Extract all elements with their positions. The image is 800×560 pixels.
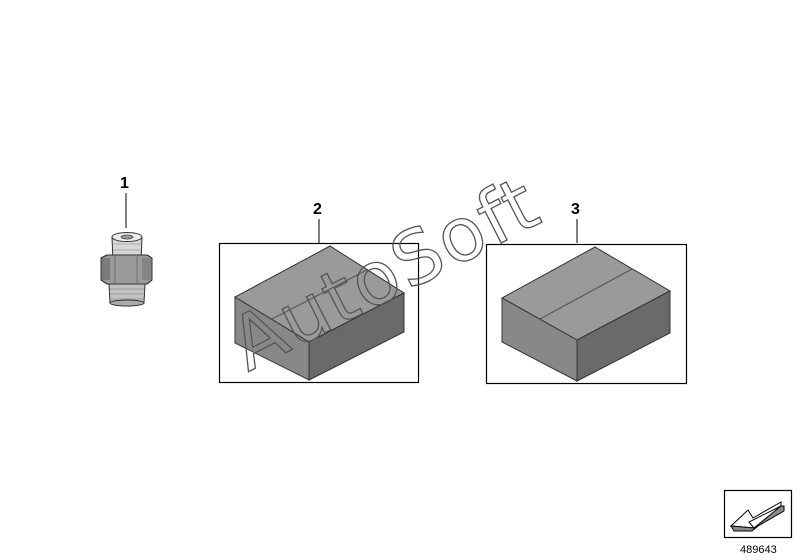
callout-3: 3 xyxy=(571,201,580,218)
part-1[interactable]: 1 xyxy=(100,175,153,307)
back-arrow-icon xyxy=(729,501,785,532)
part-3[interactable]: 3 xyxy=(485,201,688,385)
callout-1: 1 xyxy=(120,175,129,192)
diagram-number: 489643 xyxy=(740,544,777,556)
watermark-text: AutoSoft xyxy=(217,160,553,388)
part-3-frame xyxy=(485,243,688,385)
back-arrow-button[interactable] xyxy=(723,489,793,539)
part-2-frame xyxy=(218,242,420,384)
part-2[interactable]: 2 xyxy=(218,201,420,384)
box-illustration-2 xyxy=(233,245,406,381)
box-illustration-3 xyxy=(500,246,672,382)
callout-2: 2 xyxy=(313,201,322,218)
fitting-illustration xyxy=(100,232,153,307)
